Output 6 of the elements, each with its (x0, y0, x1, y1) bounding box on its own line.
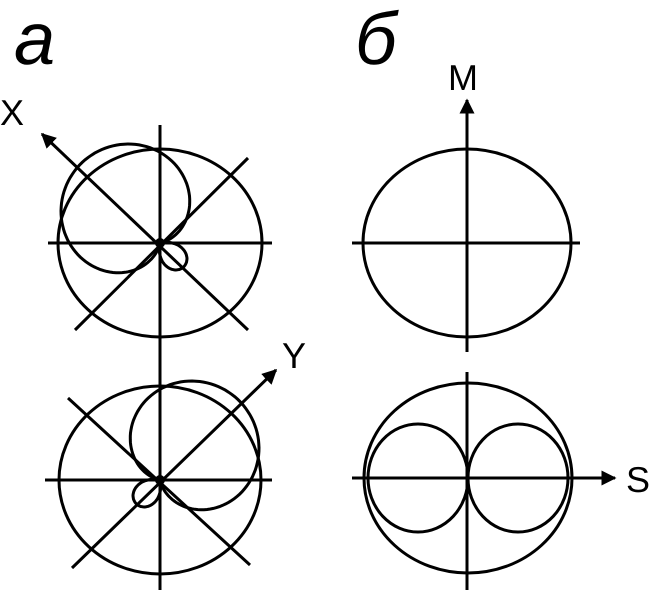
axis-label: S (626, 462, 650, 498)
panel-letter: б (355, 2, 397, 76)
axis-label: X (0, 95, 24, 131)
axis-label: Y (282, 338, 306, 374)
panel-letter: а (14, 2, 56, 76)
axis-label: M (448, 60, 478, 96)
